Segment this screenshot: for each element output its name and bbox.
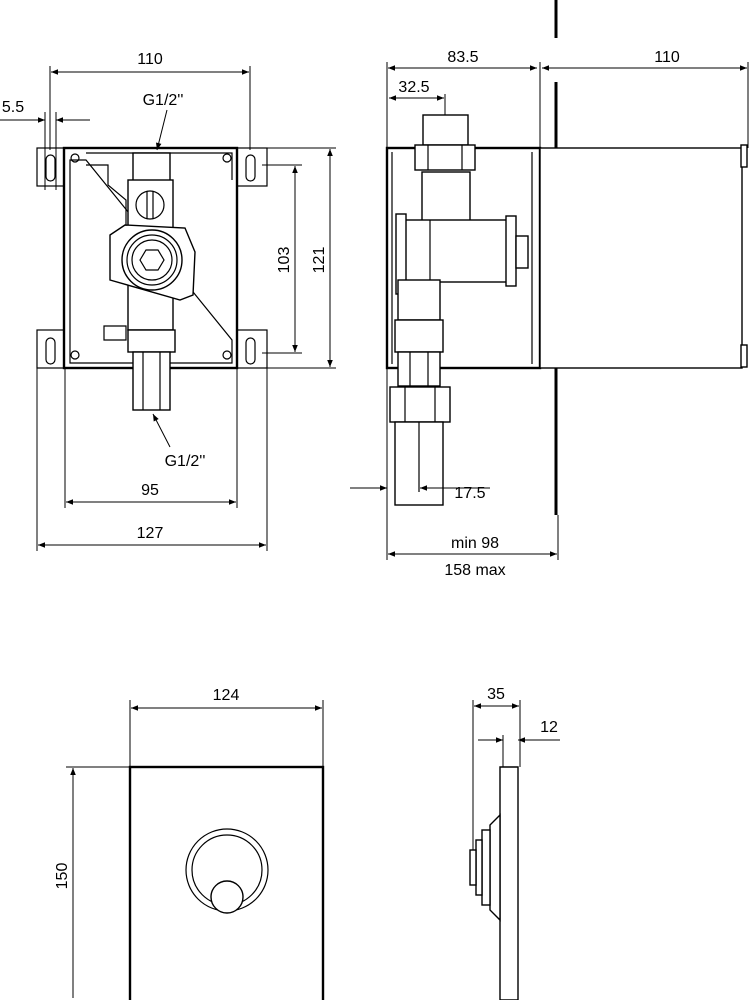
flush-plate-front: 124 150 [54, 687, 325, 1000]
dim-12: 12 [478, 719, 560, 767]
dim-label: 121 [311, 247, 328, 274]
dim-label: 110 [137, 51, 163, 68]
dim-label: 103 [276, 247, 293, 274]
dim-32-5: 32.5 [389, 79, 446, 115]
dim-label: 110 [654, 49, 680, 66]
dim-label: G1/2'' [143, 92, 184, 109]
dim-label: 32.5 [398, 79, 429, 96]
dim-label: 35 [487, 686, 505, 703]
dim-95: 95 [64, 368, 238, 508]
thread-bottom-callout: G1/2'' [152, 413, 206, 470]
front-view: 110 5.5 G1/2'' 103 121 G1/2'' [0, 51, 336, 551]
flush-plate-side: 35 12 [469, 686, 560, 1000]
dim-label: 127 [137, 525, 164, 542]
dim-110-side: 110 [542, 49, 749, 148]
dim-label: 5.5 [2, 99, 24, 116]
dim-label: 17.5 [454, 485, 485, 502]
dim-label: 95 [141, 482, 159, 499]
dim-121: 121 [267, 147, 336, 369]
flush-button [210, 880, 244, 914]
dim-label: min 98 [451, 535, 499, 552]
valve-side [389, 114, 529, 506]
dim-35: 35 [472, 686, 521, 850]
dim-label: G1/2'' [165, 453, 206, 470]
dim-label: 150 [54, 863, 71, 890]
dim-127: 127 [36, 368, 268, 551]
dim-150: 150 [54, 766, 130, 998]
valve-body [103, 152, 196, 411]
dim-17-5: 17.5 [350, 485, 490, 502]
dim-min-max: min 98 158 max [386, 368, 559, 579]
side-view: 83.5 110 32.5 17.5 min 98 158 max [350, 0, 749, 579]
extension-section [539, 147, 743, 369]
plate-outline [128, 765, 325, 1000]
dim-83-5: 83.5 [386, 49, 541, 148]
dim-label: 124 [213, 687, 240, 704]
thread-top-callout: G1/2'' [143, 92, 184, 151]
dim-5-5: 5.5 [0, 99, 90, 190]
dim-label: 83.5 [447, 49, 478, 66]
dim-label: 158 max [444, 562, 505, 579]
dim-103: 103 [262, 164, 302, 354]
dim-124: 124 [129, 687, 324, 767]
dim-110-front: 110 [49, 51, 251, 150]
dim-label: 12 [540, 719, 558, 736]
